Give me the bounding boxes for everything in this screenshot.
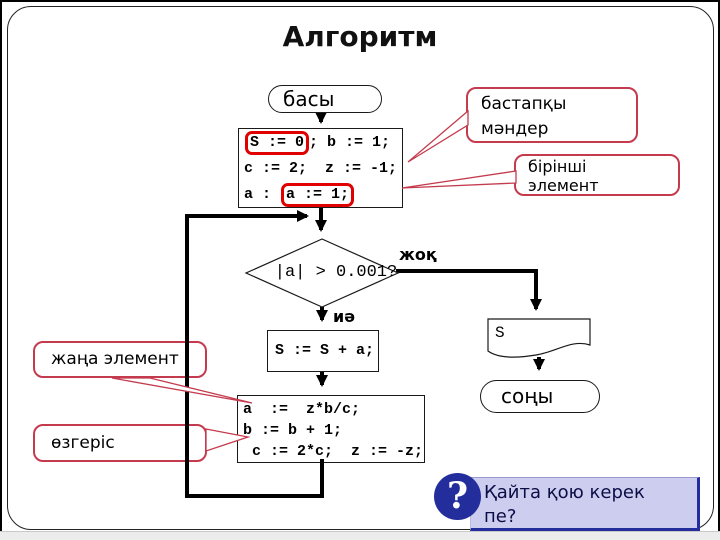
init-line-3: a : a := 1; (244, 182, 402, 208)
screen-bottom-strip (0, 531, 720, 540)
callout-initial-values: бастапқы мәндер (466, 87, 638, 143)
callout-first-element: бірінші элемент (514, 154, 680, 196)
page-title: Алгоритм (282, 20, 438, 53)
start-terminator: басы (268, 85, 382, 113)
sum-block: S := S + a; (267, 330, 379, 372)
question-mark-icon: ? (434, 473, 481, 520)
init-block: S := 0; b := 1; c := 2; z := -1; a : a :… (238, 128, 403, 208)
init-line-1: S := 0; b := 1; (244, 130, 402, 156)
update-line-1: a := z*b/c; (243, 401, 361, 418)
init-line-3-pre: a : (244, 186, 281, 203)
end-terminator: соңы (480, 380, 600, 413)
update-line-2: b := b + 1; (243, 422, 343, 439)
branch-label-no: жоқ (399, 245, 437, 264)
init-line-2: c := 2; z := -1; (244, 160, 398, 177)
update-block: a := z*b/c; b := b + 1; c := 2*c; z := -… (237, 395, 425, 463)
screen-edge-top (0, 0, 720, 2)
highlight-first-element: a := 1; (281, 183, 355, 207)
question-note: Қайта қою керек пе? (470, 477, 700, 531)
callout-new-element: жаңа элемент (33, 341, 207, 378)
highlight-sum-init: S := 0 (245, 131, 310, 155)
update-line-3: c := 2*c; z := -z; (243, 443, 424, 460)
output-document-label: S (495, 324, 505, 342)
callout-change: өзгеріс (33, 424, 207, 462)
branch-label-yes: иә (333, 307, 356, 326)
init-line-1-rest: ; b := 1; (309, 134, 391, 151)
screen-edge-left (0, 0, 2, 531)
decision-condition: |a| > 0.001? (274, 263, 398, 282)
screen-edge-right (718, 0, 720, 531)
